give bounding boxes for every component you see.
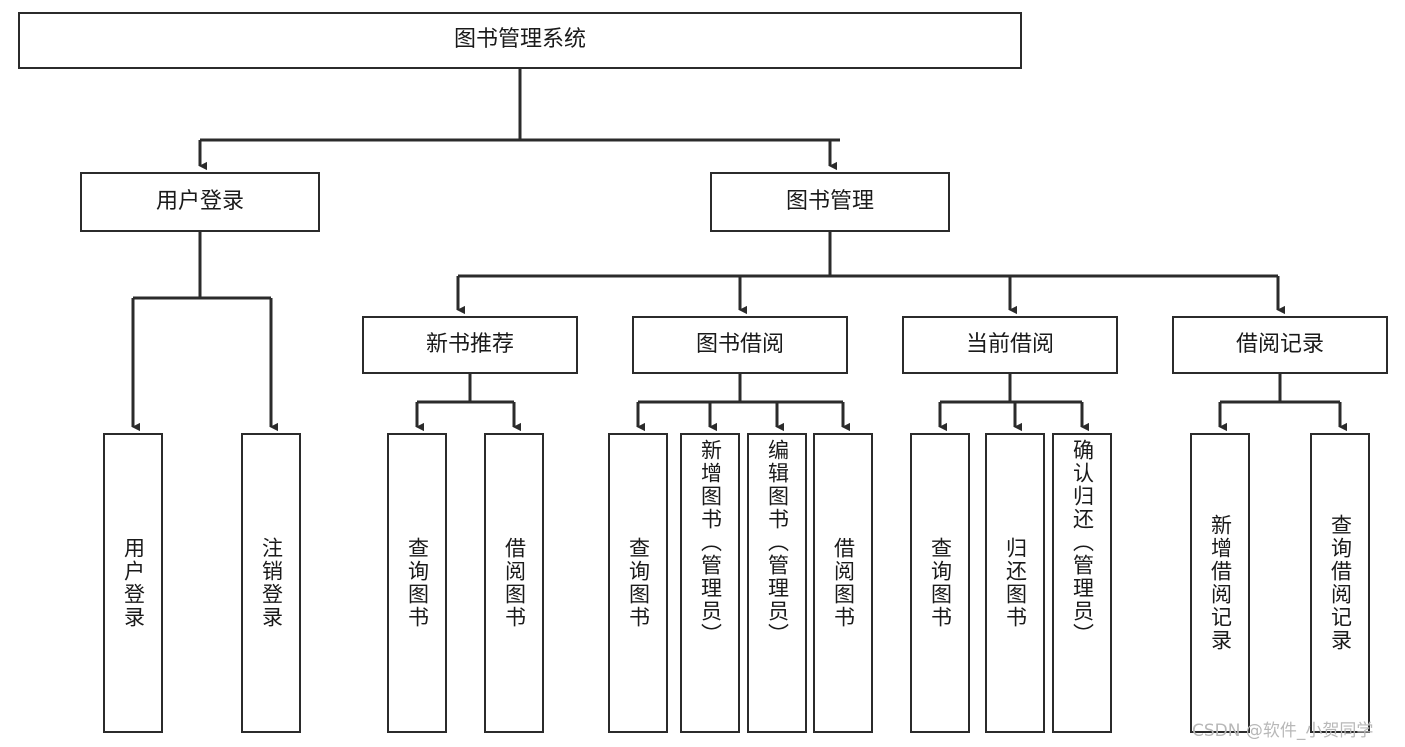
node-leaf-user-login-label: 用户登录: [121, 537, 146, 629]
node-leaf-query-book-1-label: 查询图书: [405, 537, 430, 629]
node-leaf-logout[interactable]: 注销登录: [241, 433, 301, 733]
node-leaf-logout-label: 注销登录: [259, 537, 284, 629]
node-leaf-return-book-label: 归还图书: [1003, 537, 1028, 629]
node-leaf-query-record[interactable]: 查询借阅记录: [1310, 433, 1370, 733]
node-root[interactable]: 图书管理系统: [18, 12, 1022, 69]
node-current-borrow-label: 当前借阅: [965, 331, 1054, 357]
node-new-book-recommend-label: 新书推荐: [425, 331, 514, 357]
node-leaf-query-book-3-label: 查询图书: [928, 537, 953, 629]
node-leaf-borrow-book-1-label: 借阅图书: [502, 537, 527, 629]
node-book-manage[interactable]: 图书管理: [710, 172, 950, 232]
node-new-book-recommend[interactable]: 新书推荐: [362, 316, 578, 374]
node-leaf-borrow-book-2-label: 借阅图书: [831, 537, 856, 629]
node-leaf-confirm-return[interactable]: 确认归还（管理员）: [1052, 433, 1112, 733]
node-root-label: 图书管理系统: [453, 27, 586, 53]
node-leaf-add-record-label: 新增借阅记录: [1208, 514, 1233, 652]
node-book-borrow-label: 图书借阅: [695, 331, 784, 357]
node-leaf-return-book[interactable]: 归还图书: [985, 433, 1045, 733]
node-leaf-borrow-book-2[interactable]: 借阅图书: [813, 433, 873, 733]
node-leaf-query-book-3[interactable]: 查询图书: [910, 433, 970, 733]
node-leaf-confirm-return-label: 确认归还（管理员）: [1070, 439, 1095, 646]
node-leaf-borrow-book-1[interactable]: 借阅图书: [484, 433, 544, 733]
node-leaf-user-login[interactable]: 用户登录: [103, 433, 163, 733]
node-user-login[interactable]: 用户登录: [80, 172, 320, 232]
node-borrow-record[interactable]: 借阅记录: [1172, 316, 1388, 374]
node-book-manage-label: 图书管理: [785, 188, 874, 214]
node-leaf-add-record[interactable]: 新增借阅记录: [1190, 433, 1250, 733]
node-leaf-query-record-label: 查询借阅记录: [1328, 514, 1353, 652]
node-user-login-label: 用户登录: [155, 188, 244, 214]
node-borrow-record-label: 借阅记录: [1235, 331, 1324, 357]
node-leaf-query-book-2[interactable]: 查询图书: [608, 433, 668, 733]
node-leaf-add-book-label: 新增图书（管理员）: [698, 439, 723, 646]
node-book-borrow[interactable]: 图书借阅: [632, 316, 848, 374]
node-leaf-edit-book[interactable]: 编辑图书（管理员）: [747, 433, 807, 733]
node-leaf-query-book-2-label: 查询图书: [626, 537, 651, 629]
node-current-borrow[interactable]: 当前借阅: [902, 316, 1118, 374]
watermark-text: CSDN @软件_小贺同学: [1192, 721, 1374, 741]
node-leaf-query-book-1[interactable]: 查询图书: [387, 433, 447, 733]
node-leaf-add-book[interactable]: 新增图书（管理员）: [680, 433, 740, 733]
node-leaf-edit-book-label: 编辑图书（管理员）: [765, 439, 790, 646]
